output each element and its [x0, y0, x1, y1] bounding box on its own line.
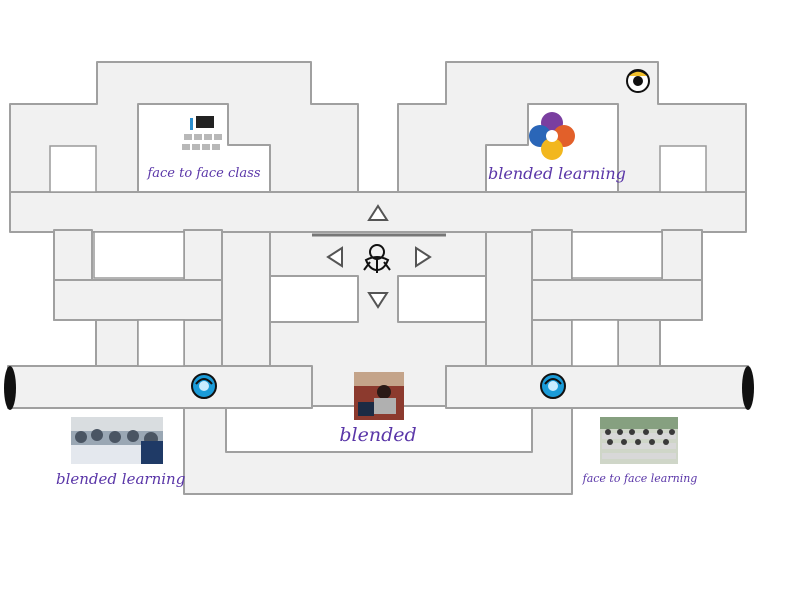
students-classroom-photo	[71, 417, 163, 464]
answer-label-blended-learning-bottom[interactable]: blended learning	[56, 470, 186, 488]
answer-label-face-to-face-class[interactable]: face to face class	[147, 166, 261, 181]
right-arrow-icon[interactable]	[410, 244, 436, 270]
down-arrow-icon[interactable]	[365, 287, 391, 313]
answer-label-blended-learning-top[interactable]: blended learning	[488, 164, 626, 183]
blue-ghost-left	[191, 373, 217, 399]
answer-label-face-to-face-learning[interactable]: face to face learning	[582, 472, 698, 485]
answer-label-blended[interactable]: blended	[339, 424, 417, 446]
right-portal	[742, 366, 754, 410]
blue-ghost-right	[540, 373, 566, 399]
up-arrow-icon[interactable]	[365, 200, 391, 226]
classroom-rows-photo	[600, 417, 678, 464]
classroom-icon	[178, 114, 230, 158]
left-arrow-icon[interactable]	[322, 244, 348, 270]
player-character	[363, 244, 391, 273]
yellow-eye-ghost	[626, 69, 650, 93]
student-laptop-photo	[354, 372, 404, 420]
left-portal	[4, 366, 16, 410]
blended-learning-logo	[526, 110, 578, 162]
